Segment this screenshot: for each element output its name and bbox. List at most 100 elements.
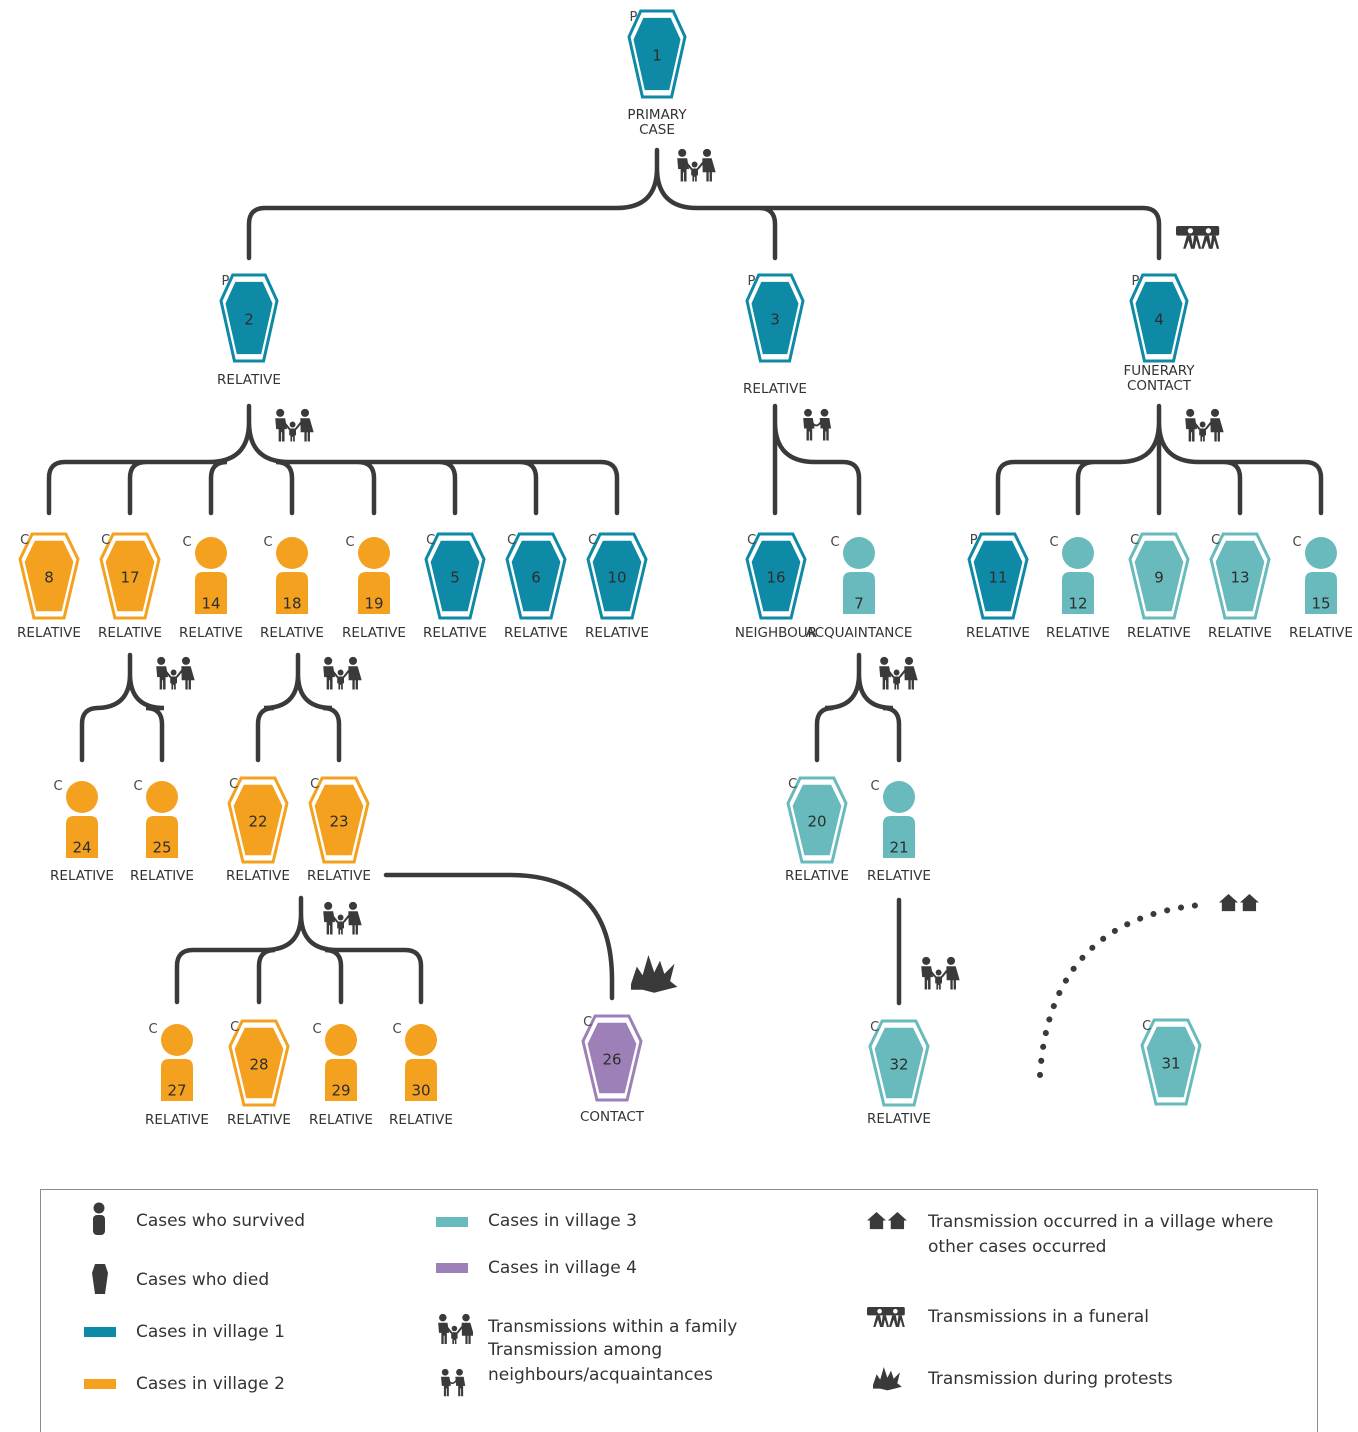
person-head	[195, 537, 227, 569]
case-label: RELATIVE	[145, 1112, 209, 1128]
case-number: 9	[1154, 569, 1164, 587]
acquaintance-icon	[803, 408, 832, 441]
legend: Cases who survived Cases who died Cases …	[40, 1189, 1318, 1432]
case-marker: C	[1142, 1019, 1151, 1034]
case-number: 25	[152, 839, 171, 857]
case-label: RELATIVE	[1127, 625, 1191, 641]
link-23-children	[174, 895, 424, 1005]
family-icon	[921, 956, 960, 990]
coffin-shape	[1215, 540, 1265, 612]
case-number: 19	[364, 595, 383, 613]
family-icon	[677, 148, 716, 182]
case-label: RELATIVE	[785, 868, 849, 884]
coffin-shape	[592, 540, 642, 612]
family-icon	[275, 408, 314, 442]
case-marker: C	[148, 1022, 157, 1037]
coffin-shape	[973, 540, 1023, 612]
coffin-shape	[234, 1027, 284, 1099]
coffin-shape	[792, 784, 842, 856]
case-label: RELATIVE	[1046, 625, 1110, 641]
case-number: 21	[889, 839, 908, 857]
survived-icon	[93, 1202, 105, 1235]
case-marker: C	[229, 777, 238, 792]
acquaintance-icon	[441, 1368, 466, 1397]
case-number: 10	[607, 569, 626, 587]
case-label: RELATIVE	[227, 1112, 291, 1128]
case-number: 24	[72, 839, 91, 857]
case-number: 32	[889, 1056, 908, 1074]
case-label: RELATIVE	[867, 1111, 931, 1127]
case-label: RELATIVE	[342, 625, 406, 641]
link-4-children	[995, 403, 1324, 516]
case-label: RELATIVE	[1289, 625, 1353, 641]
case-label: RELATIVE	[423, 625, 487, 641]
person-body	[325, 1059, 357, 1101]
person-body	[195, 572, 227, 614]
person-head	[161, 1024, 193, 1056]
legend-neighbours: Transmission among neighbours/acquaintan…	[488, 1340, 713, 1385]
case-number: 31	[1161, 1055, 1180, 1073]
case-number: 3	[770, 311, 780, 329]
village1-swatch	[84, 1327, 116, 1337]
case-marker: C	[133, 779, 142, 794]
coffin-shape	[751, 540, 801, 612]
family-icon	[879, 656, 918, 690]
case-marker: C	[507, 533, 516, 548]
case-label: PRIMARY	[627, 107, 687, 123]
case-label: ACQUAINTANCE	[806, 625, 913, 641]
case-marker: C	[345, 535, 354, 550]
case-number: 2	[244, 311, 254, 329]
coffin-shape	[587, 1022, 637, 1094]
case-nodes: P1PRIMARYCASEP2RELATIVEP3RELATIVEP4FUNER…	[17, 9, 1353, 1128]
legend-funeral: Transmissions in a funeral	[928, 1307, 1149, 1327]
case-label: RELATIVE	[17, 625, 81, 641]
legend-died: Cases who died	[136, 1270, 270, 1290]
case-marker: C	[830, 535, 839, 550]
case-number: 7	[854, 595, 864, 613]
case-label: FUNERARY	[1123, 363, 1195, 379]
case-31: C 31	[1140, 1018, 1202, 1106]
person-head	[358, 537, 390, 569]
coffin-shape	[874, 1027, 924, 1099]
transmission-icons	[156, 148, 1259, 993]
case-marker: C	[1130, 533, 1139, 548]
coffin-shape	[430, 540, 480, 612]
case-marker: P	[970, 533, 978, 548]
case-number: 30	[411, 1082, 430, 1100]
person-body	[1062, 572, 1094, 614]
village-houses-icon	[1219, 894, 1259, 912]
village4-swatch	[436, 1263, 468, 1273]
case-label: RELATIVE	[226, 868, 290, 884]
case-number: 18	[282, 595, 301, 613]
family-icon	[156, 656, 195, 690]
case-marker: C	[310, 777, 319, 792]
person-head	[883, 781, 915, 813]
case-label: RELATIVE	[309, 1112, 373, 1128]
coffin-shape	[1146, 1026, 1196, 1098]
case-label: CONTACT	[1127, 378, 1192, 394]
case-marker: C	[20, 533, 29, 548]
case-marker: C	[788, 777, 797, 792]
case-number: 13	[1230, 569, 1249, 587]
person-head	[276, 537, 308, 569]
person-body	[1305, 572, 1337, 614]
case-label: RELATIVE	[130, 868, 194, 884]
legend-village3: Cases in village 3	[488, 1211, 637, 1231]
case-marker: C	[392, 1022, 401, 1037]
case-label: RELATIVE	[867, 868, 931, 884]
person-head	[405, 1024, 437, 1056]
link-23-26	[383, 872, 615, 1001]
